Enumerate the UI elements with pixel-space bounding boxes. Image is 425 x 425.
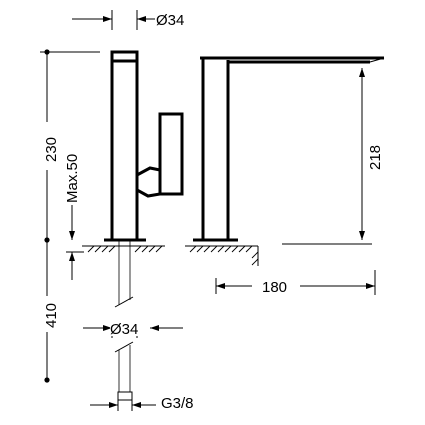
- left-height-dimension: 230 410: [40, 49, 100, 383]
- mid-diameter-dimension: Ø34: [83, 318, 183, 338]
- mid-diameter-label: Ø34: [110, 321, 138, 338]
- thread-label: G3/8: [161, 395, 194, 412]
- spout-reach-label: 180: [262, 279, 287, 296]
- deck-left: [82, 245, 165, 253]
- deck-thickness-dimension: Max.50: [64, 154, 84, 280]
- top-diameter-dimension: Ø34: [72, 10, 184, 30]
- thread-dimension: G3/8: [90, 395, 194, 412]
- spout-reach-dimension: 180: [215, 270, 376, 296]
- top-diameter-label: Ø34: [156, 12, 184, 29]
- mixer-body: [104, 50, 146, 242]
- total-height-label: 230: [43, 137, 60, 162]
- max-deck-label: Max.50: [64, 154, 81, 203]
- spout-height-dimension: 218: [282, 68, 384, 245]
- deck-right: [185, 245, 259, 266]
- lever-handle: [135, 112, 184, 198]
- spout: [193, 56, 385, 242]
- lower-length-label: 410: [43, 303, 60, 328]
- supply-pipe: [114, 240, 134, 401]
- spout-height-label: 218: [367, 145, 384, 170]
